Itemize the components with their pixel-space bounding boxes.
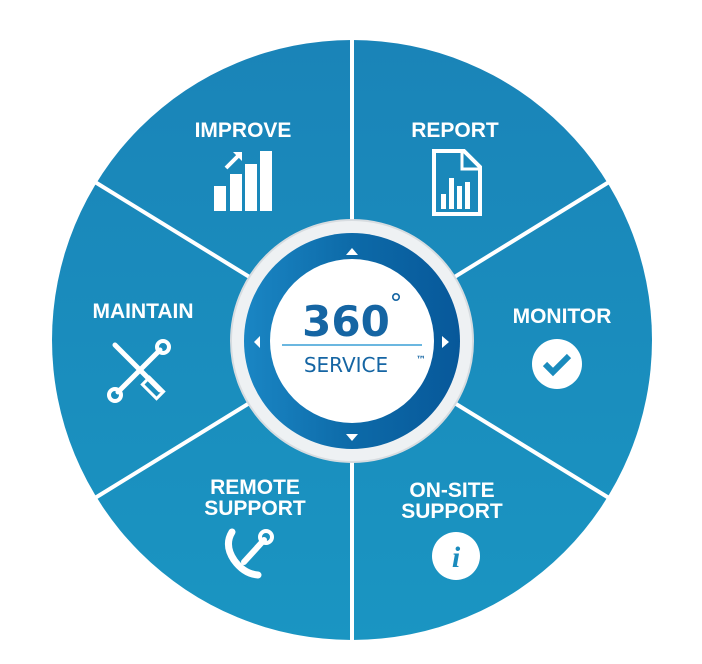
svg-text:i: i <box>452 541 461 574</box>
segment-report[interactable]: REPORT <box>411 119 499 216</box>
degree-symbol: ° <box>390 289 403 319</box>
info-circle-icon: i <box>432 532 480 580</box>
segment-label: REMOTE <box>210 476 300 499</box>
center-hub: 360 ° SERVICE ™ <box>230 219 474 463</box>
segment-maintain[interactable]: MAINTAIN <box>92 300 194 403</box>
bar-chart-up-icon <box>214 151 272 211</box>
segment-remote-support[interactable]: REMOTE SUPPORT <box>204 476 306 579</box>
segment-on-site-support[interactable]: ON-SITE SUPPORT i <box>401 479 503 580</box>
arrow-down-icon <box>346 434 358 441</box>
arrow-left-icon <box>254 336 260 348</box>
segment-monitor[interactable]: MONITOR <box>513 305 612 389</box>
arrow-up-icon <box>346 248 358 255</box>
report-document-icon <box>432 149 482 216</box>
center-number: 360 <box>302 297 390 346</box>
segment-label: SUPPORT <box>204 497 306 520</box>
check-circle-icon <box>532 339 582 389</box>
center-service: SERVICE <box>304 353 388 377</box>
segment-label: ON-SITE <box>409 479 494 502</box>
segment-label: REPORT <box>411 119 499 142</box>
segment-label: MAINTAIN <box>92 300 193 323</box>
segment-dividers <box>93 38 611 642</box>
segment-label: SUPPORT <box>401 500 503 523</box>
crossed-tools-icon <box>107 339 171 403</box>
arrow-right-icon <box>442 336 449 348</box>
trademark-symbol: ™ <box>416 355 426 366</box>
segment-improve[interactable]: IMPROVE <box>195 119 292 211</box>
phone-wrench-icon <box>225 528 274 579</box>
segment-label: MONITOR <box>513 305 612 328</box>
segment-label: IMPROVE <box>195 119 292 142</box>
